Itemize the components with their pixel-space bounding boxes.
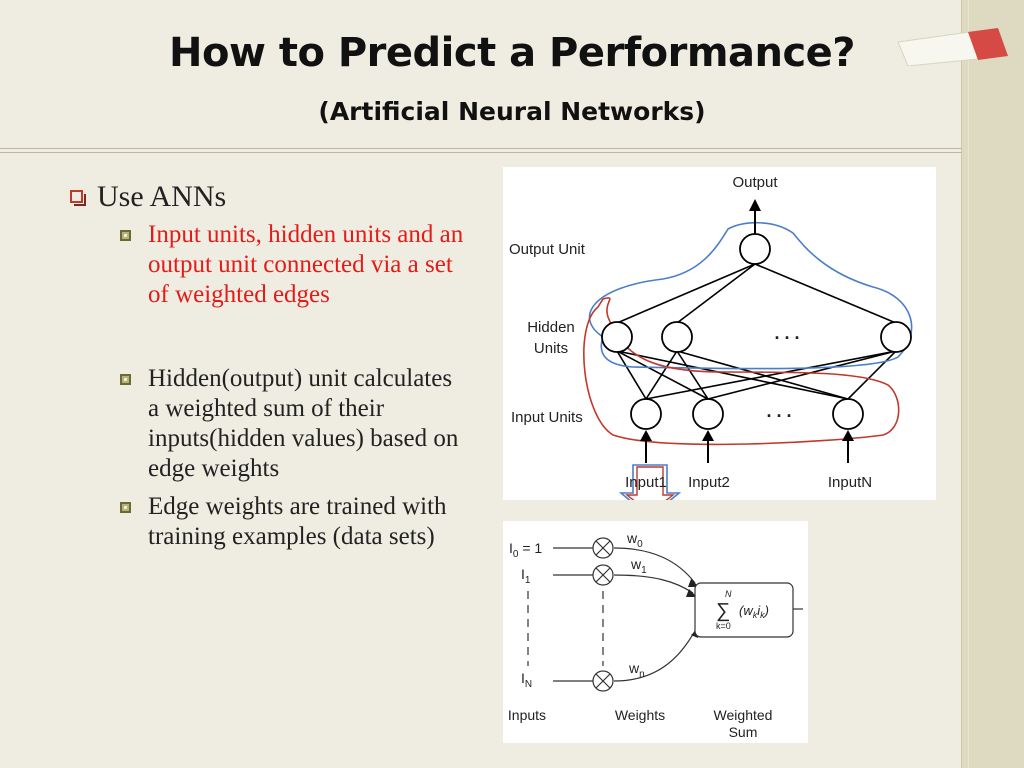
hidden-output-edges: [616, 263, 897, 324]
input1-label: Input1: [625, 474, 667, 491]
slide-title: How to Predict a Performance?: [168, 30, 856, 76]
hidden-label-line2: Units: [534, 340, 568, 357]
bullet-use-anns: Use ANNs: [97, 180, 227, 213]
blue-hand-drawn-outline: [588, 221, 913, 370]
svg-text:IN: IN: [521, 670, 532, 690]
hidden-ellipsis: . . .: [774, 323, 799, 343]
decorative-side-strip: [961, 0, 1024, 768]
bullet-level1: Use ANNs: [68, 180, 488, 214]
svg-text:(wkik): (wkik): [739, 603, 769, 620]
input-units-label: Input Units: [511, 409, 583, 426]
square-bullet-icon: [120, 502, 131, 513]
output-label: Output: [732, 174, 778, 191]
bullet-edge-weights: Edge weights are trained with training e…: [148, 493, 447, 550]
weighted-sum-caption-2: Sum: [729, 724, 758, 740]
input-ellipsis: . . .: [766, 401, 791, 421]
bullet-weighted-sum: Hidden(output) unit calculates a weighte…: [148, 365, 459, 482]
corner-paper-decoration: [897, 28, 1009, 66]
network-nodes: [601, 233, 912, 430]
weights-caption: Weights: [615, 707, 665, 723]
inputN-label: InputN: [828, 474, 872, 491]
bullet-level2: Input units, hidden units and an output …: [120, 220, 488, 310]
bullet-units: Input units, hidden units and an output …: [148, 221, 464, 308]
slide-subtitle: (Artificial Neural Networks): [318, 97, 706, 126]
weighted-sum-caption-1: Weighted: [714, 707, 773, 723]
square-bullet-icon: [120, 230, 131, 241]
neural-network-diagram: Output Output Unit Hidden Units Input Un…: [503, 167, 936, 519]
checkbox-bullet-icon: [70, 190, 86, 206]
svg-text:w0: w0: [626, 530, 643, 550]
square-bullet-icon: [120, 374, 131, 385]
bullet-level2: Hidden(output) unit calculates a weighte…: [120, 364, 488, 484]
svg-text:k=0: k=0: [716, 621, 731, 631]
summation-box: [694, 582, 794, 638]
svg-text:w1: w1: [630, 556, 647, 576]
input-hidden-edges: [616, 350, 897, 400]
bullet-level2: Edge weights are trained with training e…: [120, 492, 488, 552]
bullet-list: Use ANNs Input units, hidden units and a…: [68, 180, 488, 552]
hidden-label-line1: Hidden: [527, 319, 575, 336]
svg-text:I0 = 1: I0 = 1: [509, 540, 542, 560]
svg-text:N: N: [725, 589, 732, 599]
svg-text:I1: I1: [521, 566, 531, 586]
svg-text:wn: wn: [628, 660, 645, 680]
title-divider: [0, 148, 962, 149]
output-unit-label: Output Unit: [509, 241, 586, 258]
weighted-sum-diagram: I0 = 1 I1 IN w0 w1 wn N ∑ k=0 (wkik) Inp…: [503, 521, 808, 743]
input2-label: Input2: [688, 474, 730, 491]
svg-text:∑: ∑: [716, 600, 730, 622]
multiply-nodes: [592, 537, 614, 692]
title-divider-2: [0, 152, 962, 153]
inputs-caption: Inputs: [508, 707, 546, 723]
